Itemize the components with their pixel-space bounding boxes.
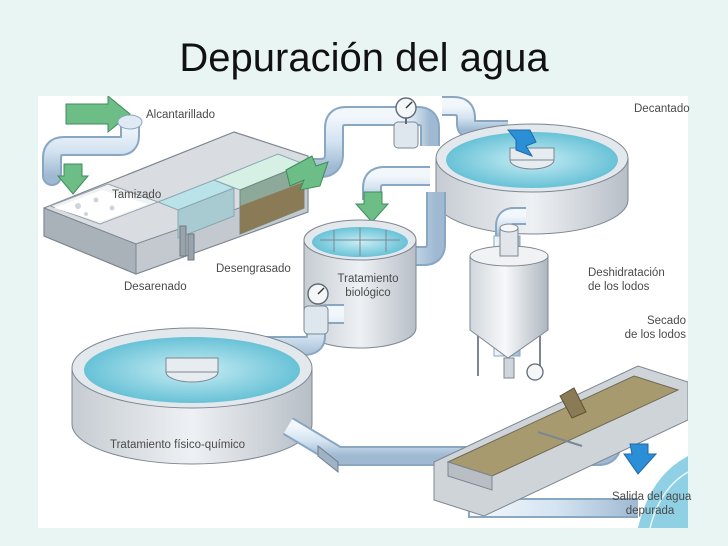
water-treatment-diagram: Alcantarillado Tamizado Desarenado Desen… xyxy=(38,96,692,528)
label-deshidratacion: Deshidratación de los lodos xyxy=(588,266,665,294)
pipe-to-decantado xyxy=(285,96,508,191)
label-decantado: Decantado xyxy=(634,103,690,115)
secado-bed xyxy=(433,365,688,517)
label-salida: Salida del agua depurada xyxy=(612,490,692,518)
deshidratacion-silo xyxy=(469,207,549,381)
label-alcantarillado: Alcantarillado xyxy=(146,109,216,121)
label-secado-line2: de los lodos xyxy=(624,329,686,341)
slide-title: Depuración del agua xyxy=(179,36,549,80)
label-secado: Secado de los lodos xyxy=(610,314,686,342)
decantado-tank xyxy=(435,123,629,235)
diagram-illustration xyxy=(42,96,688,528)
salida-river xyxy=(623,443,688,528)
label-salida-line1: Salida del agua xyxy=(612,491,692,503)
label-deshidratacion-line1: Deshidratación xyxy=(588,267,665,279)
label-tratamiento-biologico-line1: Tratamiento xyxy=(337,273,399,285)
label-tamizado: Tamizado xyxy=(112,189,162,201)
label-tratamiento-biologico: Tratamiento biológico xyxy=(334,272,402,300)
fisico-quimico-tank xyxy=(71,327,313,465)
label-tratamiento-biologico-line2: biológico xyxy=(345,287,391,299)
tamizado-inflow-arrow xyxy=(56,163,90,195)
label-deshidratacion-line2: de los lodos xyxy=(588,281,650,293)
valve-top xyxy=(393,97,419,149)
pipe-to-biologico xyxy=(354,166,446,266)
alcantarillado-pipe xyxy=(42,114,143,186)
label-fisico-quimico: Tratamiento físico-químico xyxy=(110,439,246,451)
label-salida-line2: depurada xyxy=(625,505,675,517)
pretreatment-channel xyxy=(43,131,309,275)
label-desengrasado: Desengrasado xyxy=(216,263,291,275)
label-desarenado: Desarenado xyxy=(124,281,187,293)
label-secado-line1: Secado xyxy=(646,315,686,327)
